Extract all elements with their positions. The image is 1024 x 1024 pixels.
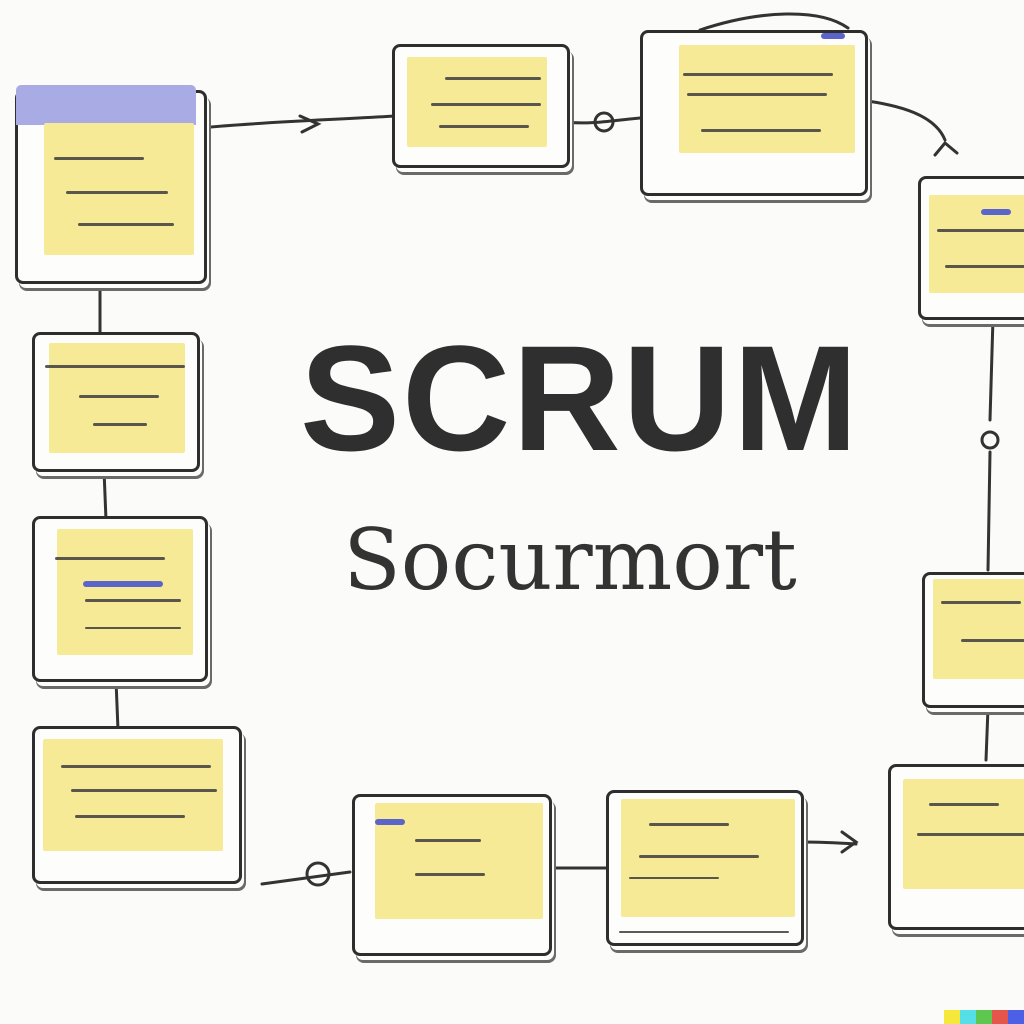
scribble-line [619,931,789,933]
scrum-card-3 [640,30,868,196]
scrum-card-1 [15,85,207,284]
card-header-tab [16,85,196,125]
top-right-curve [698,12,850,32]
connector-left-2 [102,468,108,522]
scribble-line [941,601,1021,604]
scribble-line [79,395,159,398]
connector-bottom-left [260,870,352,886]
color-bar-watermark [944,1010,1024,1024]
scribble-line [961,639,1024,642]
diagram-subtitle: Socurmort [343,511,797,609]
sticky-note [933,579,1024,679]
sticky-note [621,799,795,917]
sticky-note [43,739,223,851]
color-bar-swatch [944,1010,960,1024]
connector-knot [593,111,615,133]
connector-left-3 [114,678,120,732]
connector-right-1 [988,316,995,422]
scribble-line [85,599,181,602]
scribble-line [917,833,1024,836]
scribble-line [55,557,165,560]
blue-highlight [375,819,405,825]
scribble-line [415,873,485,876]
scribble-line [45,365,185,368]
connector-top-middle [563,116,642,125]
connector-top-left [198,114,397,130]
connector-bottom-knot [305,861,331,887]
connector-top-right [858,98,947,142]
scribble-line [937,229,1024,232]
scribble-line [701,129,821,132]
scribble-line [639,855,759,858]
scribble-line [93,423,147,426]
scribble-line [945,265,1024,268]
scrum-card-2 [392,44,570,168]
scribble-line [78,223,174,226]
scrum-card-6 [32,516,208,682]
arrowhead-bottom-right [840,830,859,854]
color-bar-swatch [992,1010,1008,1024]
sticky-note [44,123,194,255]
scribble-line [649,823,729,826]
connector-right-2 [986,450,992,572]
sticky-note [49,343,185,453]
arrowhead-top-right [933,140,959,157]
scribble-line [687,93,827,96]
scribble-line [71,789,217,792]
scrum-card-8 [32,726,242,884]
arrowhead-top-left [298,114,322,134]
scribble-line [61,765,211,768]
blue-highlight [821,33,845,39]
scrum-card-10 [606,790,804,946]
connector-bottom-right [798,840,858,846]
connector-right-knot [980,430,1000,450]
blue-highlight [981,209,1011,215]
scribble-line [439,125,529,128]
diagram-title: SCRUM [300,314,860,482]
scribble-line [683,73,833,76]
scribble-line [54,157,144,160]
scrum-card-7 [922,572,1024,708]
color-bar-swatch [1008,1010,1024,1024]
scrum-card-4 [918,176,1024,320]
scrum-card-9 [352,794,552,956]
scribble-line [629,877,719,879]
color-bar-swatch [976,1010,992,1024]
scribble-line [415,839,481,842]
sticky-note [679,45,855,153]
color-bar-swatch [960,1010,976,1024]
scrum-card-5 [32,332,200,472]
scribble-line [85,627,181,629]
scribble-line [66,191,168,194]
scribble-line [929,803,999,806]
scrum-card-11 [888,764,1024,930]
sticky-note [57,529,193,655]
scribble-line [431,103,541,106]
scribble-line [445,77,541,80]
scribble-line [75,815,185,818]
blue-highlight [83,581,163,587]
connector-right-3 [984,706,990,762]
sticky-note [407,57,547,147]
